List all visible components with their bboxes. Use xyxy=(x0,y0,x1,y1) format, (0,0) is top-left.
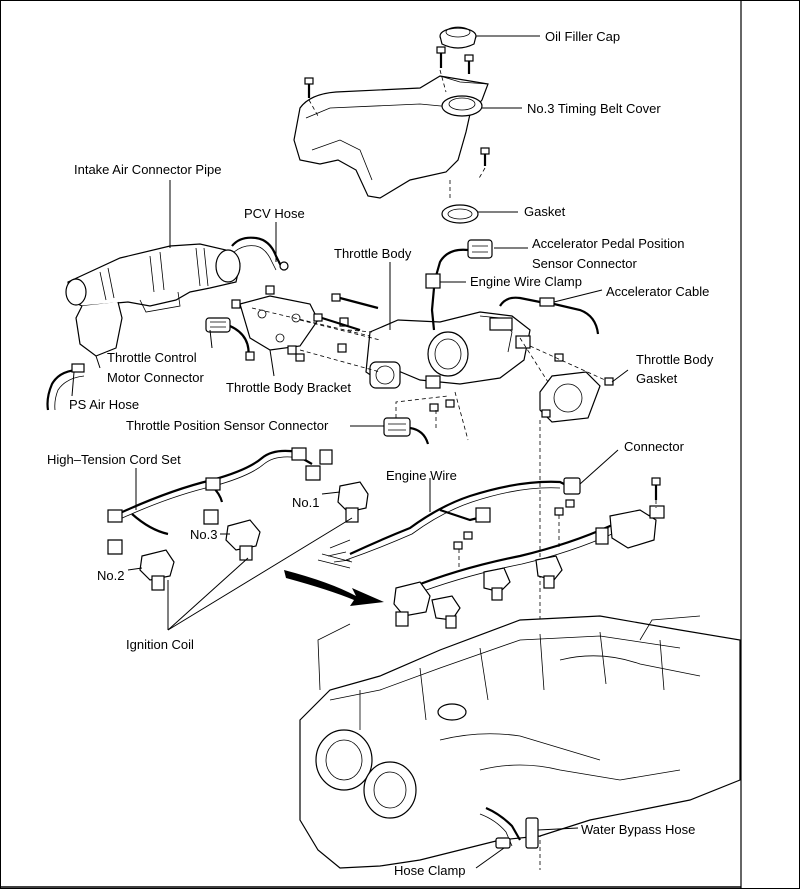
label-throttle-body-gasket-line2: Gasket xyxy=(636,371,678,386)
label-high-tension-cord-set: High–Tension Cord Set xyxy=(47,452,181,467)
label-throttle-control-line2: Motor Connector xyxy=(107,370,204,385)
label-gasket: Gasket xyxy=(524,204,566,219)
label-engine-wire-clamp: Engine Wire Clamp xyxy=(470,274,582,289)
oil-filler-cap-drawing xyxy=(439,26,477,49)
label-intake-air-connector-pipe: Intake Air Connector Pipe xyxy=(74,162,221,177)
label-tps-connector: Throttle Position Sensor Connector xyxy=(126,418,329,433)
label-hose-clamp: Hose Clamp xyxy=(394,863,466,878)
throttle-body-drawing xyxy=(365,311,531,389)
accel-pedal-sensor-connector-drawing xyxy=(434,239,493,277)
pcv-hose-drawing xyxy=(231,236,289,271)
leader-lines xyxy=(71,35,629,869)
intake-air-connector-pipe-drawing xyxy=(65,243,241,357)
label-accel-sensor-line1: Accelerator Pedal Position xyxy=(532,236,684,251)
label-throttle-body-bracket: Throttle Body Bracket xyxy=(226,380,351,395)
label-accelerator-cable: Accelerator Cable xyxy=(606,284,709,299)
engine-wire-drawing xyxy=(327,477,581,563)
hose-clamp-drawing xyxy=(495,837,511,849)
engine-block-drawing xyxy=(299,615,741,869)
label-accel-sensor-line2: Sensor Connector xyxy=(532,256,637,271)
water-bypass-hose-drawing xyxy=(479,806,539,849)
ps-air-hose-drawing xyxy=(46,363,85,411)
label-timing-belt-cover: No.3 Timing Belt Cover xyxy=(527,101,661,116)
label-no2: No.2 xyxy=(97,568,124,583)
throttle-control-motor-connector-drawing xyxy=(205,317,250,361)
throttle-body-long-bolts xyxy=(313,293,379,332)
gasket-drawing xyxy=(441,204,479,224)
ignition-coils-right-drawing xyxy=(393,477,665,629)
motion-arrow-icon xyxy=(284,553,384,606)
label-no1: No.1 xyxy=(292,495,319,510)
high-tension-cord-set-drawing xyxy=(107,447,333,555)
label-throttle-body-gasket-line1: Throttle Body xyxy=(636,352,714,367)
label-ps-air-hose: PS Air Hose xyxy=(69,397,139,412)
label-engine-wire: Engine Wire xyxy=(386,468,457,483)
label-throttle-body: Throttle Body xyxy=(334,246,412,261)
throttle-position-sensor-connector-drawing xyxy=(383,395,449,445)
label-no3: No.3 xyxy=(190,527,217,542)
label-ignition-coil: Ignition Coil xyxy=(126,637,194,652)
timing-belt-cover-drawing xyxy=(293,75,489,199)
throttle-body-gasket-drawing xyxy=(539,353,614,423)
callout-labels: Oil Filler Cap No.3 Timing Belt Cover In… xyxy=(47,29,714,878)
engine-wire-clamp-drawing xyxy=(425,273,441,331)
throttle-body-nuts xyxy=(295,353,455,412)
label-oil-filler-cap: Oil Filler Cap xyxy=(545,29,620,44)
label-throttle-control-line1: Throttle Control xyxy=(107,350,197,365)
cover-bolts xyxy=(304,46,490,166)
ignition-coils-left-drawing xyxy=(139,481,369,591)
label-water-bypass-hose: Water Bypass Hose xyxy=(581,822,695,837)
label-pcv-hose: PCV Hose xyxy=(244,206,305,221)
label-connector: Connector xyxy=(624,439,685,454)
